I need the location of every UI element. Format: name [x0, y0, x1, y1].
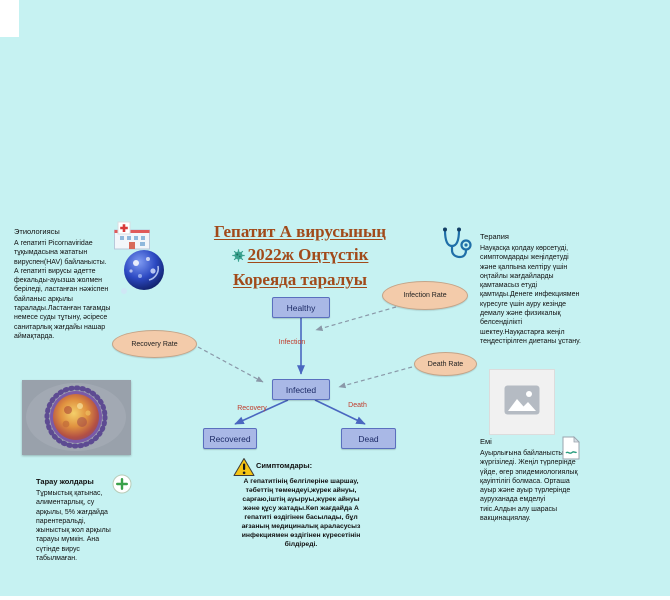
title-text-3: Кореяда таралуы: [233, 270, 367, 289]
treatment-body: Ауырлығына байланысты жүргізіледі. Жеңіл…: [480, 449, 578, 523]
edge-death-rate-link: [338, 366, 413, 389]
symptoms-heading: Симптомдары:: [256, 461, 313, 470]
title-text-2: 2022ж Оңтүстік: [247, 245, 369, 264]
edge-label-infection: Infection: [278, 339, 306, 346]
page-title: Гепатит А вирусының 2022ж Оңтүстік Корея…: [185, 220, 415, 291]
therapy-heading: Терапия: [480, 232, 509, 241]
stethoscope-icon: [436, 226, 474, 269]
edge-label-recovery: Recovery: [237, 405, 267, 412]
virus-micrograph-image: [22, 380, 131, 455]
edge-label-death: Death: [348, 402, 367, 409]
add-icon: [112, 474, 132, 499]
virus-globe-icon: [118, 249, 168, 300]
etiology-heading: Этиологиясы: [14, 227, 60, 236]
node-infected: Infected: [272, 379, 330, 400]
page-bottom-edge: [0, 596, 670, 600]
hospital-icon: [113, 221, 151, 256]
title-line-1: Гепатит А вирусының: [185, 220, 415, 243]
node-recovered: Recovered: [203, 428, 257, 449]
title-line-3: Кореяда таралуы: [185, 268, 415, 291]
page-corner: [0, 0, 19, 37]
node-healthy: Healthy: [272, 297, 330, 318]
etiology-body: А гепатиті Picornaviridae тұқымдасына жа…: [14, 239, 111, 340]
transmission-block: Тарау жолдары Тұрмыстық қатынас, алимент…: [36, 477, 112, 563]
transmission-body: Тұрмыстық қатынас, алиментарлық, су арқы…: [36, 489, 111, 563]
document-icon: [561, 436, 581, 465]
edge-recovery-rate-link: [197, 346, 264, 383]
node-dead: Dead: [341, 428, 396, 449]
oval-death-rate: Death Rate: [414, 352, 477, 376]
warning-icon: [233, 457, 255, 482]
therapy-block: Терапия Науқасқа қолдау көрсетуді, симпт…: [480, 232, 586, 346]
edge-infected-to-recovered: [234, 399, 289, 425]
image-placeholder: [489, 369, 555, 435]
oval-recovery-rate: Recovery Rate: [112, 330, 197, 358]
image-placeholder-icon: [504, 385, 540, 420]
title-text-1: Гепатит А вирусының: [213, 222, 387, 241]
etiology-block: Этиологиясы А гепатиті Picornaviridae тұ…: [14, 227, 112, 341]
transmission-heading: Тарау жолдары: [36, 477, 94, 486]
treatment-block: Емі Ауырлығына байланысты жүргізіледі. Ж…: [480, 437, 582, 523]
treatment-heading: Емі: [480, 437, 492, 446]
symptoms-body: А гепатитінің белгілеріне шаршау, тәбетт…: [241, 478, 361, 549]
microbe-icon: [231, 245, 245, 268]
oval-infection-rate: Infection Rate: [382, 281, 468, 310]
therapy-body: Науқасқа қолдау көрсетуді, симптомдарды …: [480, 244, 581, 345]
title-line-2: 2022ж Оңтүстік: [185, 243, 415, 268]
